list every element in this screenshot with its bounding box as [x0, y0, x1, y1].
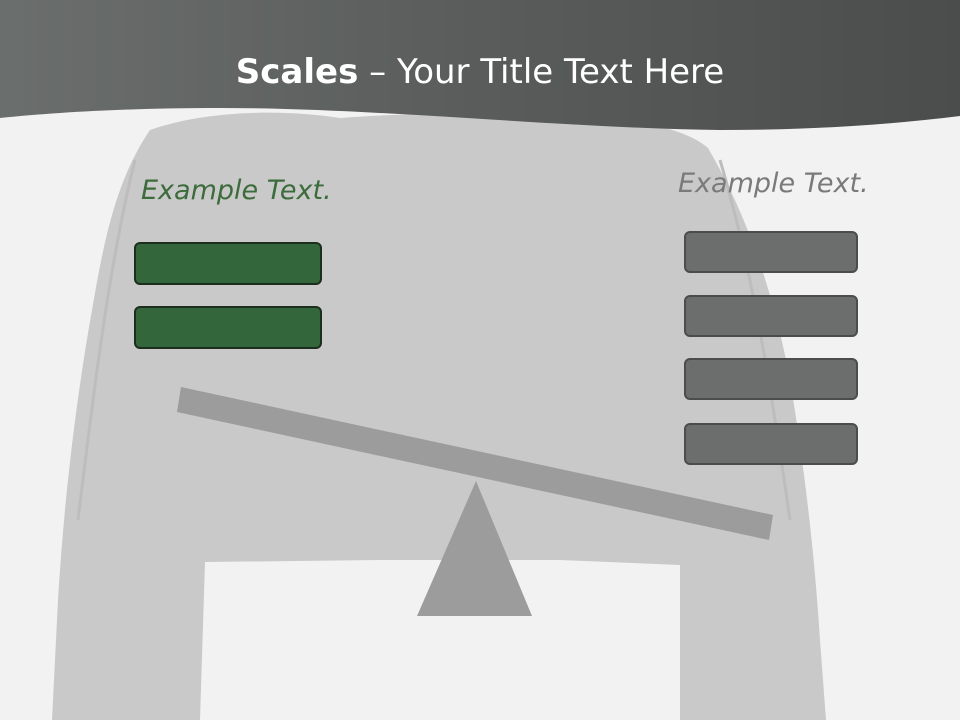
left-box-2[interactable]	[134, 306, 322, 349]
right-box-2[interactable]	[684, 295, 858, 337]
left-box-1[interactable]	[134, 242, 322, 285]
title-rest: – Your Title Text Here	[358, 52, 725, 92]
right-box-1[interactable]	[684, 231, 858, 273]
jacket-fold-left	[76, 159, 137, 521]
title-bold: Scales	[235, 52, 359, 92]
right-box-4[interactable]	[684, 423, 858, 465]
right-box-3[interactable]	[684, 358, 858, 400]
left-label: Example Text.	[141, 175, 332, 206]
seesaw-beam	[177, 387, 773, 540]
slide-title: Scales – Your Title Text Here	[0, 52, 960, 92]
fulcrum-triangle-icon	[417, 481, 532, 616]
right-label: Example Text.	[678, 168, 869, 199]
header-band	[0, 0, 960, 130]
